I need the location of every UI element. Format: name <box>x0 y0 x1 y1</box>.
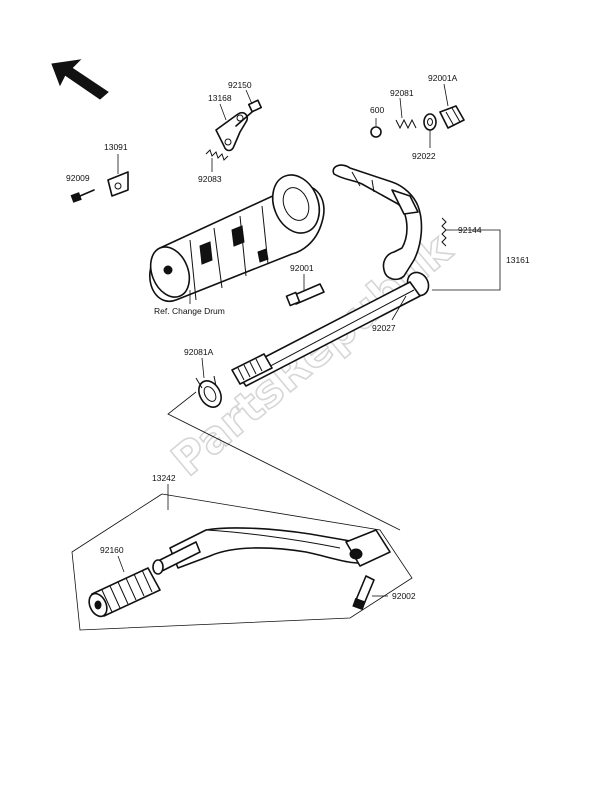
label-92083: 92083 <box>198 174 222 184</box>
spring-92083 <box>205 149 229 161</box>
label-leaders <box>117 83 452 597</box>
label-13091: 13091 <box>104 142 128 152</box>
front-arrow-icon <box>51 59 109 100</box>
label-13161: 13161 <box>506 255 530 265</box>
plug-bolt-92001A <box>439 105 465 129</box>
label-600: 600 <box>370 105 384 115</box>
label-13242: 13242 <box>152 473 176 483</box>
pin-bolt-92001 <box>285 283 325 307</box>
label-92160: 92160 <box>100 545 124 555</box>
washer-92022 <box>423 113 437 131</box>
bolt-92002 <box>352 575 375 611</box>
screw-92009 <box>70 189 95 203</box>
label-ref-change-drum: Ref. Change Drum <box>154 306 225 316</box>
label-92002: 92002 <box>392 591 416 601</box>
spring-92081 <box>395 118 417 130</box>
label-92081A: 92081A <box>184 347 214 357</box>
label-92144: 92144 <box>458 225 482 235</box>
shift-shaft-assembly <box>195 164 447 408</box>
label-92022: 92022 <box>412 151 436 161</box>
plate-13091 <box>107 171 129 197</box>
part-labels: 92150 13168 92083 13091 92009 600 92081 … <box>66 73 530 601</box>
label-92081: 92081 <box>390 88 414 98</box>
change-drum <box>149 174 325 304</box>
boundary-lines <box>71 229 501 631</box>
ball-600 <box>370 126 382 138</box>
pedal-rubber-92160 <box>88 567 161 618</box>
label-92001: 92001 <box>290 263 314 273</box>
label-92150: 92150 <box>228 80 252 90</box>
label-92027: 92027 <box>372 323 396 333</box>
label-13168: 13168 <box>208 93 232 103</box>
stopper-lever <box>215 111 249 152</box>
label-92009: 92009 <box>66 173 90 183</box>
label-92001A: 92001A <box>428 73 458 83</box>
shift-pedal <box>152 527 391 575</box>
